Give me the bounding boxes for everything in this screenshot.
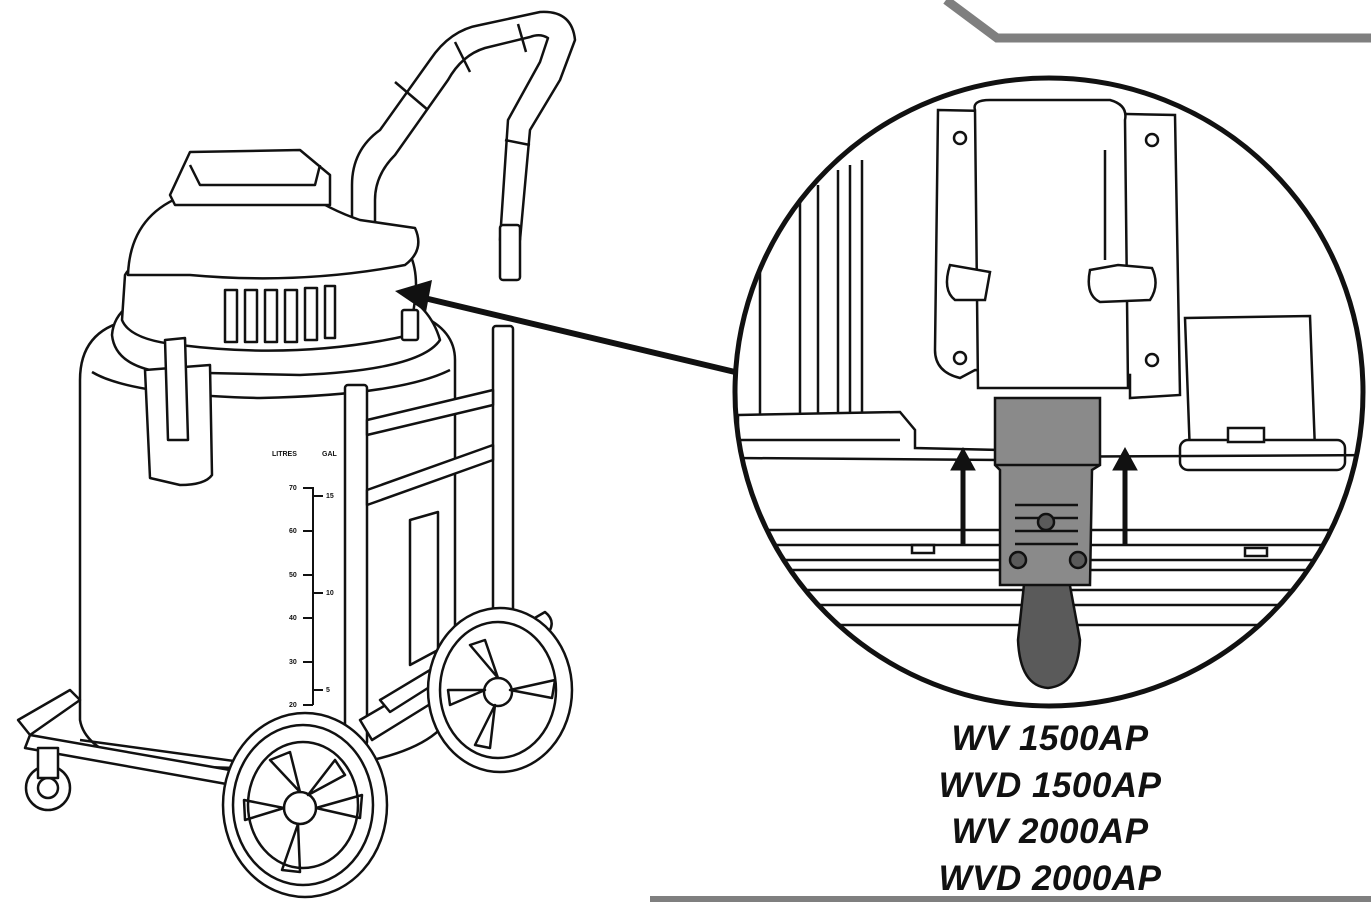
litres-header: LITRES: [272, 451, 297, 458]
gal-header: GAL: [322, 451, 338, 458]
model-list: WV 1500AP WVD 1500AP WV 2000AP WVD 2000A…: [880, 716, 1220, 902]
gal-tick-label: 5: [326, 687, 330, 694]
litres-tick-label: 40: [289, 615, 297, 622]
litres-tick-label: 20: [289, 702, 297, 709]
trolley-handle: [350, 10, 577, 342]
side-clip: [143, 336, 214, 487]
litres-tick-label: 30: [289, 659, 297, 666]
pointer-arrow: [395, 280, 736, 375]
rear-wheel: [426, 606, 574, 774]
model-name: WV 2000AP: [951, 812, 1149, 851]
litres-tick-label: 50: [289, 572, 297, 579]
gal-tick-label: 10: [326, 590, 334, 597]
gal-tick-label: 15: [326, 493, 334, 500]
model-name: WVD 2000AP: [938, 858, 1162, 898]
power-plug: [993, 396, 1102, 690]
detail-inset: [732, 75, 1366, 709]
model-name: WVD 1500AP: [938, 765, 1162, 805]
vacuum-cleaner: [16, 10, 577, 899]
header-bracket: [943, 0, 1371, 43]
litres-tick-label: 60: [289, 528, 297, 535]
insert-arrows: [950, 446, 1138, 545]
level-scale: [303, 487, 323, 706]
litres-tick-label: 70: [289, 485, 297, 492]
model-name: WV 1500AP: [951, 719, 1149, 758]
front-wheel: [221, 711, 389, 899]
motor-head: [110, 148, 442, 377]
vent-slots: [223, 284, 337, 344]
level-scale-labels: LITRES GAL 70 60 50 40 30 20 15 10 5: [272, 451, 338, 709]
